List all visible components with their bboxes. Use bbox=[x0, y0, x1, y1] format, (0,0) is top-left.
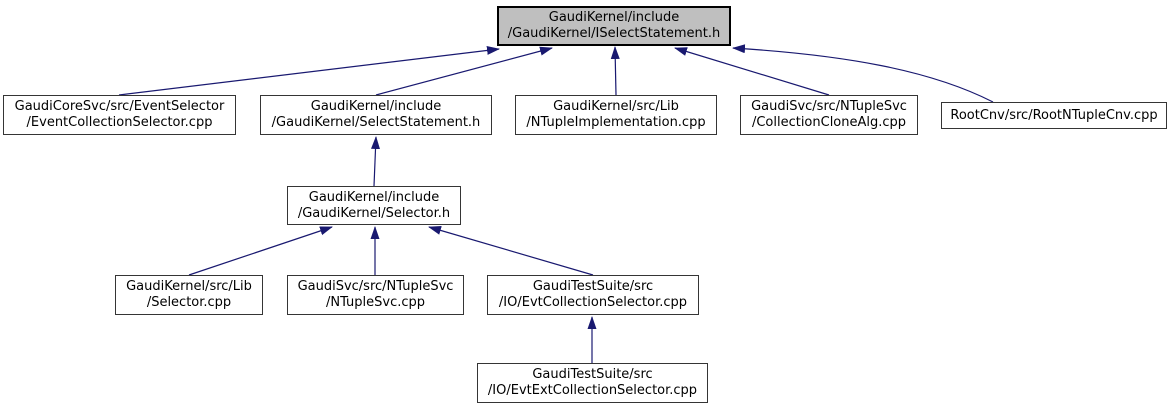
node-ntupleimplementation-cpp[interactable]: GaudiKernel/src/Lib /NTupleImplementatio… bbox=[515, 95, 717, 135]
node-label-line2: /NTupleImplementation.cpp bbox=[526, 115, 706, 130]
node-evtextcollectionselector-cpp[interactable]: GaudiTestSuite/src /IO/EvtExtCollectionS… bbox=[477, 363, 708, 403]
node-label-line1: GaudiKernel/src/Lib bbox=[126, 279, 252, 294]
node-selector-h[interactable]: GaudiKernel/include /GaudiKernel/Selecto… bbox=[287, 186, 461, 225]
node-label-line1: GaudiKernel/include bbox=[548, 10, 680, 25]
edge-ntupleimplementation-to-iselectstatement bbox=[610, 46, 620, 96]
node-label-line2: /IO/EvtExtCollectionSelector.cpp bbox=[487, 383, 698, 398]
node-iselectstatement-h[interactable]: GaudiKernel/include /GaudiKernel/ISelect… bbox=[497, 6, 731, 46]
node-label-line2: /GaudiKernel/Selector.h bbox=[297, 205, 451, 221]
edge-rootntuplecnv-to-iselectstatement bbox=[732, 44, 994, 103]
node-label-line1: GaudiKernel/include bbox=[310, 99, 442, 114]
node-label-line1: GaudiCoreSvc/src/EventSelector bbox=[14, 99, 225, 114]
node-selectstatement-h[interactable]: GaudiKernel/include /GaudiKernel/SelectS… bbox=[260, 95, 492, 135]
node-label-line1: GaudiTestSuite/src bbox=[532, 367, 653, 382]
node-collectionclonealg-cpp[interactable]: GaudiSvc/src/NTupleSvc /CollectionCloneA… bbox=[740, 95, 918, 135]
node-label-line1: GaudiSvc/src/NTupleSvc bbox=[751, 99, 907, 114]
node-label-line2: /IO/EvtCollectionSelector.cpp bbox=[498, 295, 688, 310]
node-label-line1: GaudiTestSuite/src bbox=[532, 279, 654, 294]
edge-evtcollectionselector-to-selector-h bbox=[428, 226, 594, 276]
node-label-line2: /Selector.cpp bbox=[146, 295, 232, 310]
node-label-line2: /GaudiKernel/ISelectStatement.h bbox=[507, 26, 721, 41]
edge-selectstatement-to-iselectstatement bbox=[375, 46, 553, 96]
node-evtcollectionselector-cpp[interactable]: GaudiTestSuite/src /IO/EvtCollectionSele… bbox=[487, 275, 699, 315]
edge-eventcollectionselector-to-iselectstatement bbox=[118, 45, 500, 96]
node-label-line2: /GaudiKernel/SelectStatement.h bbox=[271, 115, 481, 130]
node-rootntuplecnv-cpp[interactable]: RootCnv/src/RootNTupleCnv.cpp bbox=[941, 102, 1167, 129]
node-label-line2: /CollectionCloneAlg.cpp bbox=[751, 115, 907, 130]
node-ntuplesvc-cpp[interactable]: GaudiSvc/src/NTupleSvc /NTupleSvc.cpp bbox=[287, 275, 464, 315]
edge-collectionclonealg-to-iselectstatement bbox=[674, 47, 830, 96]
node-label-line1: RootCnv/src/RootNTupleCnv.cpp bbox=[950, 107, 1158, 123]
node-label-line1: GaudiKernel/include bbox=[308, 189, 440, 205]
node-selector-cpp[interactable]: GaudiKernel/src/Lib /Selector.cpp bbox=[115, 275, 263, 315]
node-label-line2: /EventCollectionSelector.cpp bbox=[26, 115, 213, 130]
node-label-line1: GaudiKernel/src/Lib bbox=[553, 99, 679, 114]
edge-selector-cpp-to-selector-h bbox=[188, 226, 333, 276]
node-label-line2: /NTupleSvc.cpp bbox=[325, 295, 426, 310]
node-eventcollectionselector-cpp[interactable]: GaudiCoreSvc/src/EventSelector /EventCol… bbox=[3, 95, 236, 135]
node-label-line1: GaudiSvc/src/NTupleSvc bbox=[297, 279, 454, 294]
edge-selector-h-to-selectstatement bbox=[371, 136, 381, 187]
